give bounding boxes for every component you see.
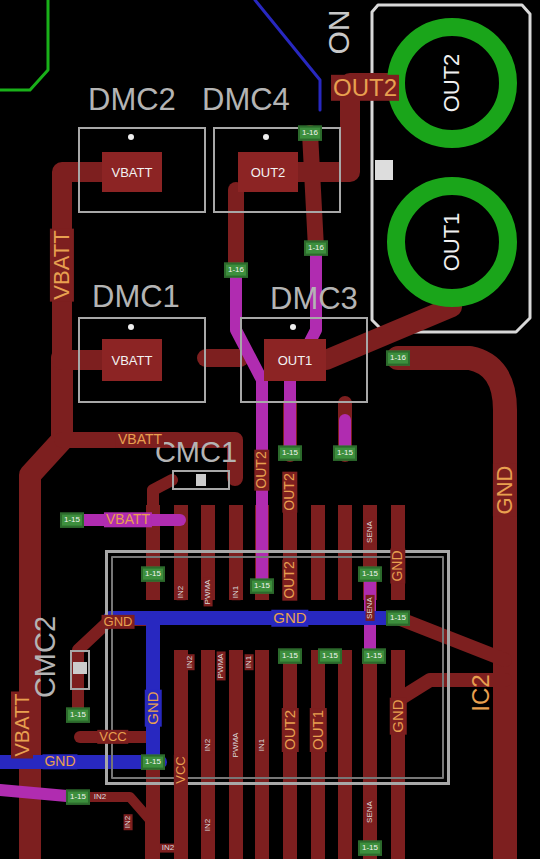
net-label: OUT2 (282, 471, 297, 512)
terminal-hole: OUT1 (387, 177, 517, 307)
smd-pad: OUT2 (238, 152, 298, 192)
pin-name: IN1 (232, 584, 241, 600)
component-outline: DMC3OUT1 (240, 317, 368, 403)
terminal-name: OUT2 (441, 54, 463, 113)
pin-name: IN2 (204, 737, 213, 753)
net-label: GND (42, 754, 77, 769)
pin-name: IN2 (160, 844, 176, 853)
pin-name: PWMA (204, 578, 213, 607)
net-label: OUT1 (310, 708, 327, 752)
capacitor-outline: CMC2 (70, 650, 90, 690)
via-label: 1-16 (298, 126, 322, 141)
smd-pad: VBATT (102, 152, 162, 192)
via-label: 1-15 (386, 611, 410, 626)
ic-outline: IC2 (105, 550, 450, 785)
net-label: GND (493, 464, 517, 517)
pin-name: IN1 (245, 654, 254, 670)
net-label: VCC (97, 730, 128, 744)
net-label: VBATT (50, 228, 74, 301)
pin-name: SENA (366, 595, 375, 621)
pin-name: PWMA (217, 652, 226, 681)
net-label: OUT2 (254, 449, 269, 490)
net-label: VBATT (11, 692, 33, 759)
capacitor-outline: CMC1 (172, 470, 230, 490)
net-label: OUT2 (282, 708, 299, 752)
pin-name: IN2 (204, 817, 213, 833)
terminal-hole: OUT2 (387, 18, 517, 148)
component-outline: DMC1VBATT (78, 317, 206, 403)
part-name: IC2 (469, 674, 493, 711)
net-label: GND (145, 689, 162, 726)
net-label: ON (322, 8, 355, 57)
net-label: GND (390, 697, 407, 734)
via-label: 1-15 (60, 513, 84, 528)
via-label: 1-15 (362, 649, 386, 664)
part-name: DMC3 (270, 283, 358, 314)
part-name: DMC1 (92, 281, 180, 312)
part-name: DMC4 (202, 84, 290, 115)
pin-name: IN2 (92, 793, 108, 802)
part-name: CMC2 (31, 616, 60, 698)
via-label: 1-15 (250, 579, 274, 594)
via-label: 1-15 (318, 649, 342, 664)
net-label: VBATT (116, 432, 164, 447)
net-label: VCC (174, 754, 188, 785)
net-label: OUT2 (282, 559, 297, 600)
via-label: 1-15 (333, 446, 357, 461)
pad-name: VBATT (112, 166, 153, 179)
net-label: OUT2 (331, 75, 399, 101)
part-name: CMC1 (155, 438, 237, 467)
via-label: 1-16 (304, 241, 328, 256)
net-label: GND (102, 615, 135, 629)
pin-name: PWMA (232, 731, 241, 760)
smd-pad: OUT1 (264, 339, 326, 381)
via-label: 1-15 (278, 446, 302, 461)
via-label: 1-15 (141, 755, 165, 770)
via-label: 1-16 (386, 351, 410, 366)
net-label: GND (390, 548, 405, 583)
pin-name: IN2 (124, 814, 133, 830)
pad-name: VBATT (112, 354, 153, 367)
via-label: 1-15 (358, 567, 382, 582)
net-label: GND (271, 610, 308, 627)
via-label: 1-15 (66, 790, 90, 805)
pin-name: SENA (366, 799, 375, 825)
part-name: DMC2 (88, 84, 176, 115)
smd-pad: VBATT (102, 339, 162, 381)
terminal-name: OUT1 (441, 213, 463, 272)
pad-name: OUT1 (278, 354, 313, 367)
via-label: 1-16 (224, 263, 248, 278)
component-outline: DMC2VBATT (78, 127, 206, 213)
net-label: VBATT (104, 512, 152, 527)
pin-name: IN1 (258, 737, 267, 753)
via-label: 1-15 (66, 708, 90, 723)
pin-name: IN2 (186, 654, 195, 670)
via-label: 1-15 (141, 567, 165, 582)
pad-name: OUT2 (251, 166, 286, 179)
pin-name: SENA (366, 519, 375, 545)
via-label: 1-15 (358, 841, 382, 856)
via-label: 1-15 (278, 649, 302, 664)
pin-name: IN2 (177, 584, 186, 600)
